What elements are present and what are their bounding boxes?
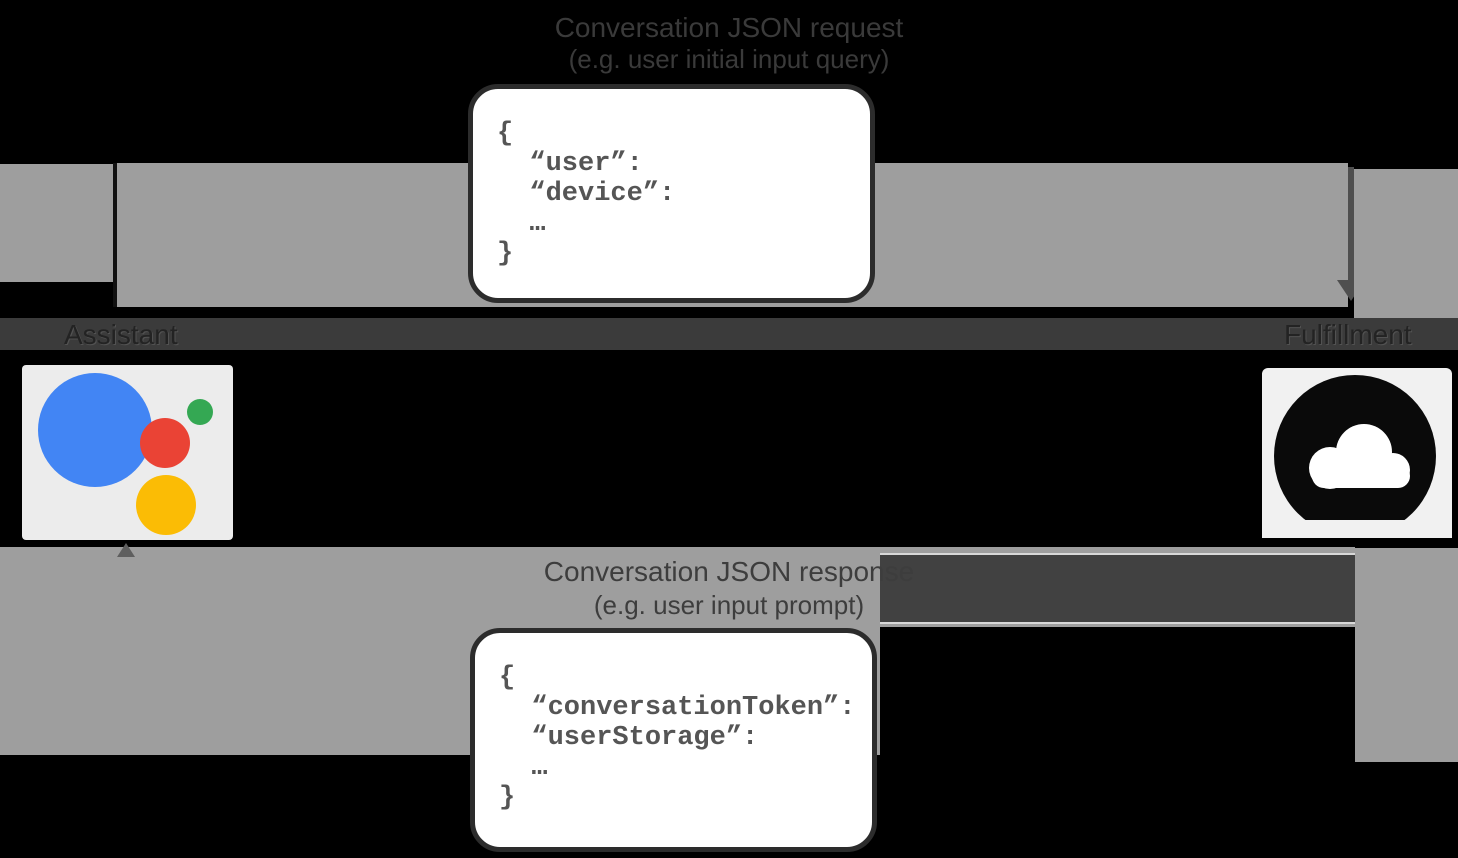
request-caption-line2: (e.g. user initial input query) <box>568 44 890 74</box>
request-band-right-segment <box>1354 169 1458 318</box>
google-assistant-logo <box>22 365 233 540</box>
response-arrowhead-up-icon <box>117 543 135 557</box>
request-json-code: { “user”: “device”: … } <box>497 119 676 269</box>
response-band-right-segment <box>1355 548 1458 762</box>
cloud-glyph <box>1262 375 1452 538</box>
cloud-icon <box>1262 368 1452 538</box>
assistant-green-dot-icon <box>187 399 213 425</box>
response-json-code: { “conversationToken”: “userStorage”: … … <box>499 663 856 813</box>
request-arrow-left-stem <box>113 163 117 307</box>
response-caption-line1: Conversation JSON response <box>543 556 915 587</box>
request-arrow-right-stem <box>1348 167 1354 280</box>
assistant-blue-circle-icon <box>38 373 152 487</box>
assistant-yellow-circle-icon <box>136 475 196 535</box>
request-caption-line1: Conversation JSON request <box>554 12 904 43</box>
response-arrow-shaft <box>880 547 1355 627</box>
assistant-label: Assistant <box>64 319 178 350</box>
actor-label-band: Assistant Fulfillment <box>0 318 1458 350</box>
response-json-box: { “conversationToken”: “userStorage”: … … <box>470 628 877 852</box>
request-band-left-segment <box>0 164 113 282</box>
request-json-box: { “user”: “device”: … } <box>468 84 875 303</box>
response-caption-line2: (e.g. user input prompt) <box>593 590 865 620</box>
fulfillment-label: Fulfillment <box>1284 319 1412 350</box>
assistant-red-circle-icon <box>140 418 190 468</box>
